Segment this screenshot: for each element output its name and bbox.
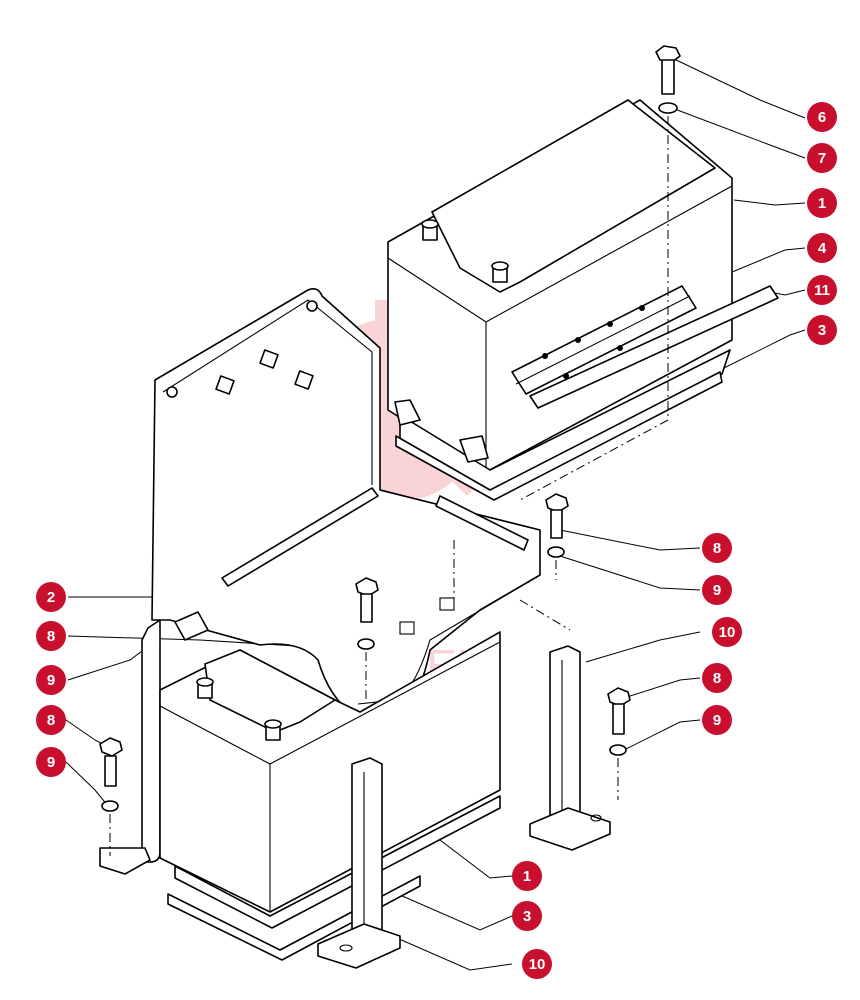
callout-circle: [702, 575, 732, 605]
callout-circle: [702, 705, 732, 735]
callout-badges: 6 7 1 4 11 3 8 9 10 8 9 2 8 9 8 9 1 3 10: [36, 102, 837, 979]
upper-clamp-rod: [529, 285, 779, 409]
upper-bolt-axis: [519, 116, 669, 501]
callout-label: 1: [523, 868, 531, 885]
callout-circle: [807, 102, 837, 132]
callout-label: 2: [47, 589, 55, 606]
callout-badge: 9: [702, 705, 732, 735]
bolt-center-top: [545, 493, 569, 558]
callout-badge: 8: [36, 621, 66, 651]
callout-label: 9: [713, 712, 721, 729]
callout-circle: [512, 861, 542, 891]
bolt-axes: [109, 540, 619, 856]
callout-badge: 8: [702, 663, 732, 693]
callout-circle: [702, 533, 732, 563]
upper-clamp-bar: [511, 285, 697, 395]
callout-circle: [807, 275, 837, 305]
bolt-center: [355, 577, 379, 650]
callout-badge: 6: [807, 102, 837, 132]
callout-label: 8: [47, 712, 55, 729]
callout-circle: [807, 143, 837, 173]
callout-circle: [36, 705, 66, 735]
callout-circle: [807, 188, 837, 218]
callout-label: 7: [818, 150, 826, 167]
callout-label: 10: [529, 956, 546, 973]
clamp-rods: [174, 487, 529, 641]
callout-badge: 2: [36, 582, 66, 612]
callout-label: 8: [713, 670, 721, 687]
bolt-right: [607, 687, 631, 756]
callout-circle: [702, 663, 732, 693]
callout-badge: 11: [807, 275, 837, 305]
callout-label: 3: [818, 322, 826, 339]
upper-bolt: [655, 45, 681, 114]
callout-label: 11: [814, 282, 830, 299]
callout-badge: 9: [36, 747, 66, 777]
callout-badge: 7: [807, 143, 837, 173]
lower-battery: [159, 631, 501, 961]
callout-label: 4: [818, 240, 827, 257]
callout-label: 9: [713, 582, 721, 599]
callout-circle: [807, 315, 837, 345]
upper-tray: [395, 371, 723, 501]
support-leg-right: [529, 645, 611, 851]
callout-badge: 10: [522, 949, 552, 979]
callout-badge: 9: [36, 665, 66, 695]
support-leg-left: [317, 757, 401, 969]
callout-circle: [807, 233, 837, 263]
callout-badge: 8: [36, 705, 66, 735]
callout-badge: 8: [702, 533, 732, 563]
bolt-left: [99, 737, 123, 812]
upper-battery: [387, 99, 733, 499]
callout-badge: 4: [807, 233, 837, 263]
callout-label: 10: [719, 624, 736, 641]
callout-label: 1: [818, 195, 826, 212]
callout-circle: [512, 901, 542, 931]
callout-badge: 1: [512, 861, 542, 891]
callout-label: 9: [47, 754, 55, 771]
callout-circle: [36, 582, 66, 612]
callout-badge: 10: [712, 617, 742, 647]
callout-badge: 9: [702, 575, 732, 605]
callout-badge: 1: [807, 188, 837, 218]
callout-badge: 3: [807, 315, 837, 345]
callout-label: 6: [818, 109, 826, 126]
callout-label: 9: [47, 672, 55, 689]
callout-circle: [522, 949, 552, 979]
callout-badge: 3: [512, 901, 542, 931]
callout-circle: [36, 621, 66, 651]
callout-circle: [36, 665, 66, 695]
callout-label: 3: [523, 908, 531, 925]
callout-label: 8: [47, 628, 55, 645]
callout-label: 8: [713, 540, 721, 557]
callout-circle: [712, 617, 742, 647]
callout-circle: [36, 747, 66, 777]
